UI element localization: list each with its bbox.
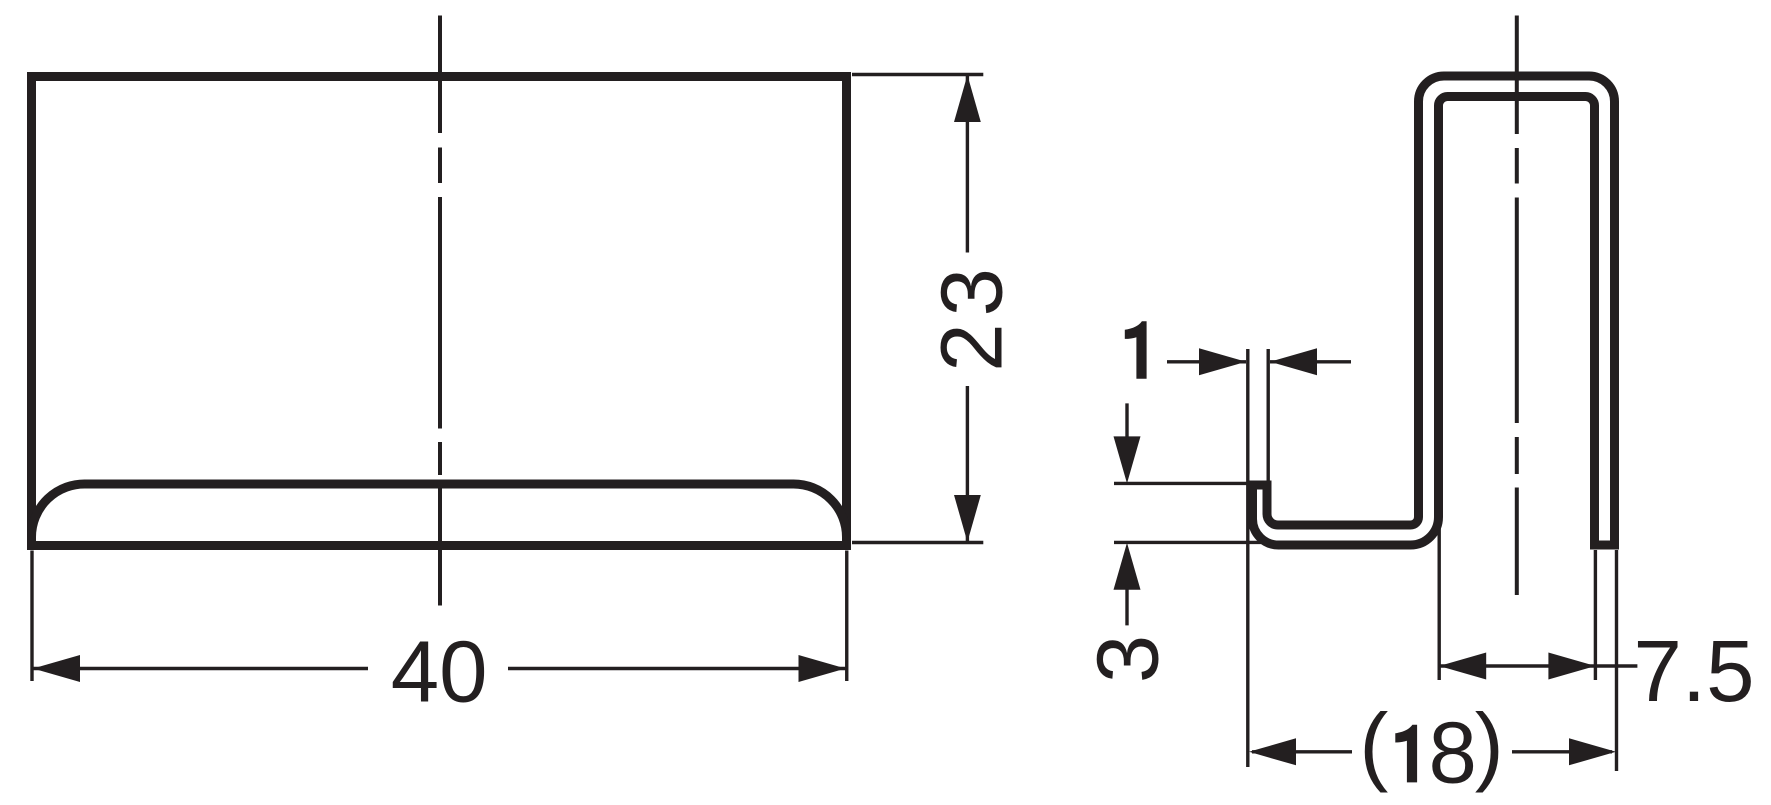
svg-text:23: 23 xyxy=(923,261,1020,372)
svg-text:40: 40 xyxy=(391,623,488,720)
svg-text:(: ( xyxy=(1359,696,1388,793)
svg-text:8: 8 xyxy=(1429,704,1477,801)
svg-text:): ) xyxy=(1475,696,1504,793)
svg-text:3: 3 xyxy=(1080,635,1177,683)
svg-text:7.5: 7.5 xyxy=(1634,623,1755,720)
